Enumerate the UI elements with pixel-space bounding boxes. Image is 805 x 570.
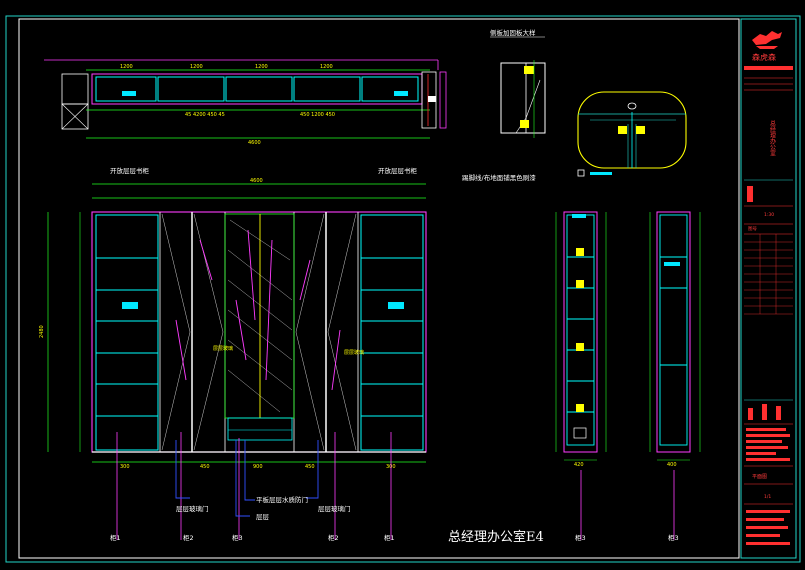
- side-elevation-2: 400 柜3: [649, 211, 701, 542]
- company-logo-icon: [752, 31, 782, 49]
- callout-center: 平板层层水质防门: [256, 495, 308, 504]
- title-block: 森虎森 总经理办公室 1:30 图号: [744, 31, 793, 545]
- tag-1: 柜1: [110, 533, 121, 542]
- svg-text:450 1200 450: 450 1200 450: [300, 112, 335, 118]
- svg-text:1200: 1200: [190, 64, 203, 70]
- tag-2: 柜2: [183, 533, 194, 542]
- tag-6: 柜3: [575, 533, 586, 542]
- section-detail: 侧板加固板大样: [490, 28, 546, 138]
- svg-text:1200: 1200: [255, 64, 268, 70]
- tag-3: 柜3: [232, 533, 243, 542]
- field-label: 图号: [748, 226, 757, 232]
- sheet-number: 1/1: [764, 494, 771, 500]
- drawing-name: 平面图: [752, 474, 767, 480]
- bottom-dim-1: 300: [120, 464, 130, 470]
- section-right-note: 踢脚线/布地面铺黑色刷漆: [462, 173, 536, 182]
- drawing-border: [18, 18, 740, 559]
- bottom-dim-4: 450: [305, 464, 315, 470]
- inner-label-left: 层层玻璃: [213, 345, 233, 352]
- side-width-1: 420: [574, 462, 584, 468]
- svg-text:1200: 1200: [320, 64, 333, 70]
- main-elevation: 开放层层书柜 开放层层书柜 4600 2480: [39, 166, 544, 545]
- tag-4: 柜2: [328, 533, 339, 542]
- scale-field: 1:30: [764, 212, 774, 218]
- callout-center2: 层层: [256, 513, 270, 521]
- callout-left-door: 层层玻璃门: [176, 504, 209, 513]
- title-block-frame: [740, 18, 797, 559]
- overall-height-dim: 2480: [39, 325, 45, 338]
- bottom-dim-2: 450: [200, 464, 210, 470]
- tag-5: 柜1: [384, 533, 395, 542]
- main-title: 总经理办公室E4: [448, 529, 544, 545]
- oval-detail: 踢脚线/布地面铺黑色刷漆: [462, 91, 687, 182]
- side-width-2: 400: [667, 462, 677, 468]
- svg-text:45 4200 450 45: 45 4200 450 45: [185, 112, 225, 118]
- plan-overall-dim: 4600: [248, 140, 261, 146]
- plan-view: 1200 1200 1200 1200 45 4200 450 45 450 1…: [44, 59, 447, 146]
- outer-frame: [5, 15, 801, 563]
- project-vertical: 总经理办公室: [769, 119, 776, 156]
- inner-label-right: 层层玻璃: [344, 349, 364, 356]
- overall-width-dim: 4600: [250, 178, 263, 184]
- bottom-dim-3: 900: [253, 464, 263, 470]
- side-elevation-1: 420 柜3: [555, 211, 607, 542]
- label-left-top: 开放层层书柜: [110, 166, 150, 175]
- label-right-top: 开放层层书柜: [378, 166, 418, 175]
- company-name: 森虎森: [752, 52, 776, 62]
- svg-text:1200: 1200: [120, 64, 133, 70]
- callout-right-door: 层层玻璃门: [318, 504, 351, 513]
- section-detail-title: 侧板加固板大样: [490, 28, 536, 37]
- tag-7: 柜3: [668, 533, 679, 542]
